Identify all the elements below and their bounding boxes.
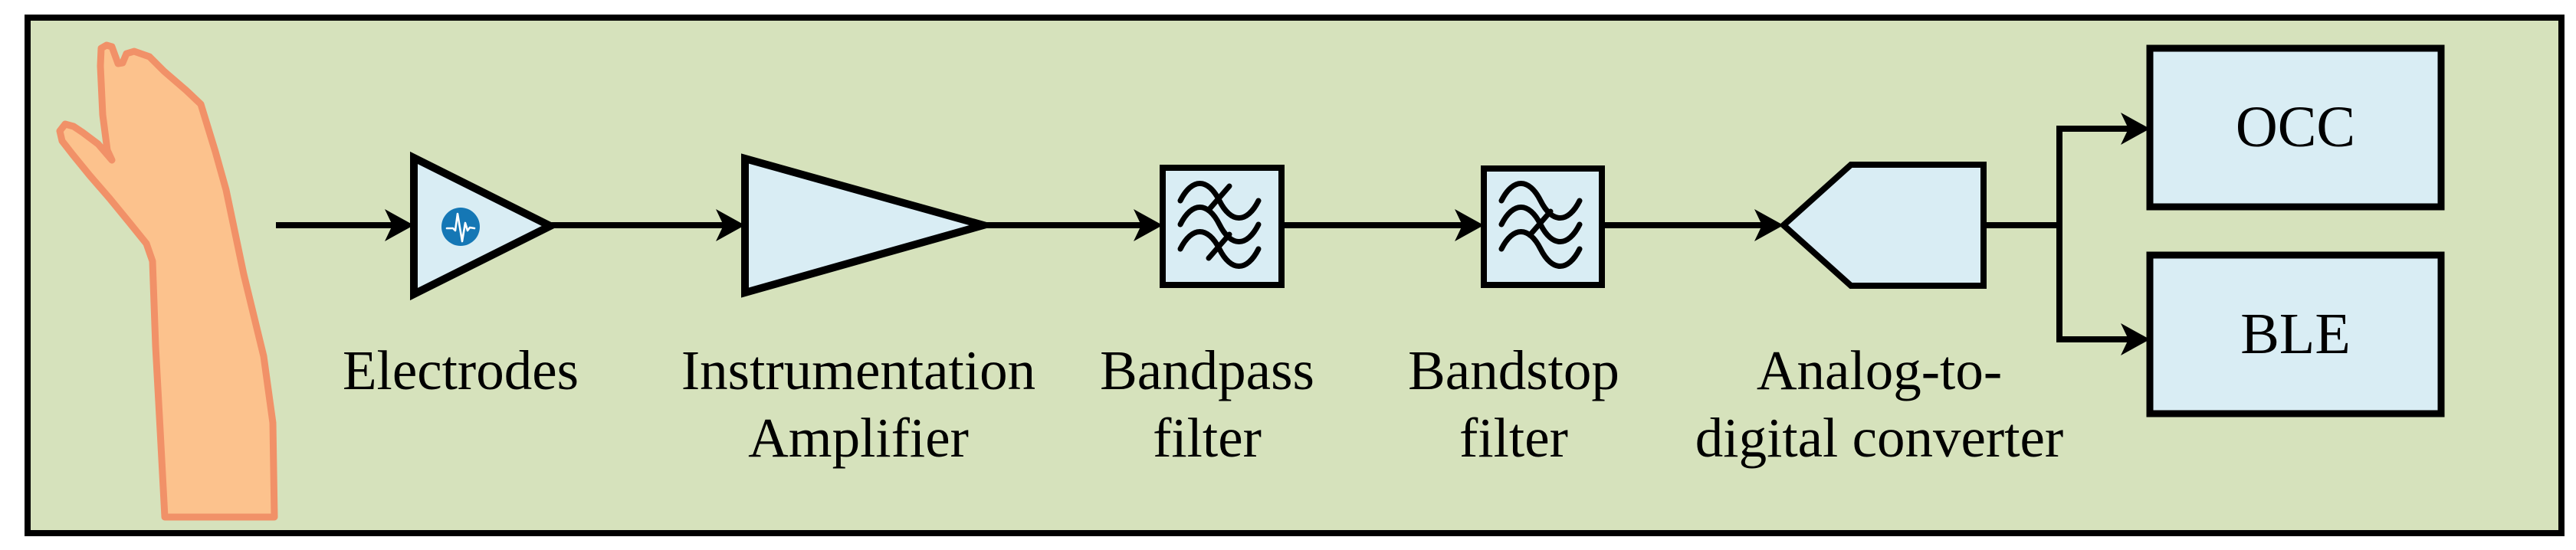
instrumentation-amplifier-label: Instrumentation Amplifier xyxy=(681,337,1035,472)
wave-bottom xyxy=(1498,229,1583,269)
bandpass-filter-label-line1: Bandpass xyxy=(1100,339,1314,401)
electrodes-label: Electrodes xyxy=(343,337,579,404)
bandstop-filter-label-line1: Bandstop xyxy=(1408,339,1619,401)
adc-label-line2: digital converter xyxy=(1695,407,2064,469)
arrowhead-electrodes xyxy=(385,209,414,241)
pulse-trace xyxy=(445,212,476,243)
bandstop-filter-label-line2: filter xyxy=(1459,407,1568,469)
occ-label-text: OCC xyxy=(2235,95,2356,159)
bandpass-filter-label: Bandpass filter xyxy=(1100,337,1314,472)
adc-pentagon xyxy=(1779,162,1987,289)
electrodes-triangle xyxy=(410,151,560,301)
wave-top xyxy=(1498,181,1583,221)
hand-illustration xyxy=(56,41,278,521)
occ-box xyxy=(2146,44,2445,211)
bandstop-filter-icon xyxy=(1498,181,1583,269)
arrowhead-occ xyxy=(2121,113,2150,145)
adc-label-line1: Analog-to- xyxy=(1756,339,2003,401)
electrodes-label-text: Electrodes xyxy=(342,339,579,401)
ble-label: BLE xyxy=(2150,255,2441,414)
instrumentation-amplifier-label-line1: Instrumentation xyxy=(681,339,1036,401)
ble-box xyxy=(2146,251,2445,417)
wave-top-slash xyxy=(1206,183,1232,213)
bandstop-filter-label: Bandstop filter xyxy=(1408,337,1619,472)
connector-lines xyxy=(276,126,2131,342)
wave-bottom-slash xyxy=(1206,231,1232,261)
arrowhead-adc xyxy=(1754,209,1784,241)
wave-middle xyxy=(1177,205,1262,244)
arrowhead-bandstop xyxy=(1455,209,1484,241)
bandpass-filter-label-line2: filter xyxy=(1153,407,1262,469)
wave-middle-slash xyxy=(1527,208,1554,238)
arrowheads xyxy=(385,113,2150,355)
arrowhead-ble xyxy=(2121,323,2150,355)
arrowhead-bandpass xyxy=(1134,209,1163,241)
arrowhead-amplifier xyxy=(716,209,745,241)
bandpass-filter-icon xyxy=(1177,181,1262,269)
ble-label-text: BLE xyxy=(2240,302,2351,366)
instrumentation-amplifier-label-line2: Amplifier xyxy=(748,407,969,469)
adc-label: Analog-to- digital converter xyxy=(1695,337,2063,472)
amplifier-triangle xyxy=(741,153,998,298)
occ-label: OCC xyxy=(2150,48,2441,207)
